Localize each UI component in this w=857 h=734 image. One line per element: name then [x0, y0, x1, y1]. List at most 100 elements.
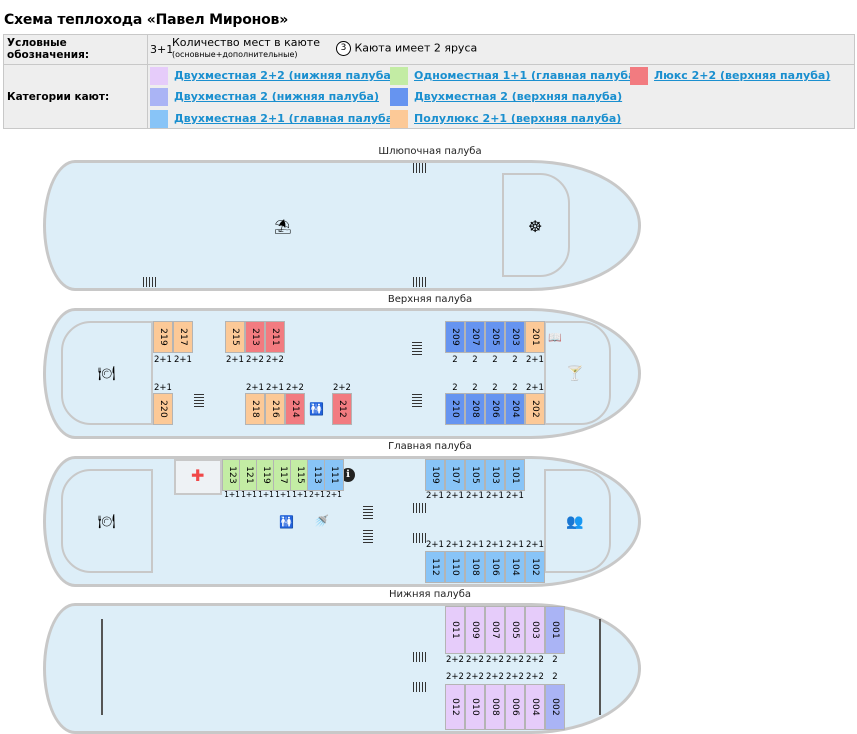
category-link[interactable]: Полулюкс 2+1 (верхняя палуба) [414, 112, 622, 125]
cabin-110[interactable]: 110 [445, 551, 465, 583]
cabin-206[interactable]: 206 [485, 393, 505, 425]
deck-label-upper: Верхняя палуба [387, 294, 473, 305]
cabin-002[interactable]: 002 [545, 684, 565, 730]
cabin-212[interactable]: 212 [332, 393, 352, 425]
tier-text: Каюта имеет 2 яруса [354, 41, 478, 55]
cabin-011[interactable]: 011 [445, 606, 465, 654]
cabin-107[interactable]: 107 [445, 459, 465, 491]
category-link[interactable]: Двухместная 2+1 (главная палуба) [174, 112, 399, 125]
places-sample: 3+1 [150, 43, 174, 56]
cabin-106[interactable]: 106 [485, 551, 505, 583]
cabin-008[interactable]: 008 [485, 684, 505, 730]
page-title: Схема теплохода «Павел Миронов» [4, 12, 289, 28]
cabin-214[interactable]: 214 [285, 393, 305, 425]
helm-icon: ☸ [528, 217, 543, 236]
medical-room [174, 459, 222, 495]
cabin-204[interactable]: 204 [505, 393, 525, 425]
cabin-number: 211 [270, 328, 280, 346]
cabin-219[interactable]: 219 [153, 321, 173, 353]
stairs-icon [143, 277, 157, 287]
cabin-105[interactable]: 105 [465, 459, 485, 491]
cabin-007[interactable]: 007 [485, 606, 505, 654]
places-text: Количество мест в каюте [172, 36, 320, 49]
cabin-number: 112 [430, 558, 440, 576]
cabin-205[interactable]: 205 [485, 321, 505, 353]
cabin-009[interactable]: 009 [465, 606, 485, 654]
cabin-number: 012 [450, 698, 460, 716]
cabin-213[interactable]: 213 [245, 321, 265, 353]
conference-icon: 👥 [566, 514, 584, 530]
cabin-number: 110 [450, 558, 460, 576]
cabin-103[interactable]: 103 [485, 459, 505, 491]
cabin-number: 101 [510, 466, 520, 484]
cabin-004[interactable]: 004 [525, 684, 545, 730]
cabin-number: 207 [470, 328, 480, 346]
cabin-number: 203 [510, 328, 520, 346]
cabin-012[interactable]: 012 [445, 684, 465, 730]
cabin-112[interactable]: 112 [425, 551, 445, 583]
cabin-capacity: 2+1 [446, 491, 464, 501]
medical-cross-icon: ✚ [191, 466, 205, 485]
cabin-number: 201 [530, 328, 540, 346]
cabin-number: 010 [470, 698, 480, 716]
cabin-capacity: 2+1 [526, 540, 544, 550]
cabin-number: 206 [490, 400, 500, 418]
tier-icon: 3 [336, 41, 351, 56]
category-swatch [150, 67, 168, 85]
cabin-111[interactable]: 111 [324, 459, 344, 491]
cabin-102[interactable]: 102 [525, 551, 545, 583]
cabin-005[interactable]: 005 [505, 606, 525, 654]
category-link[interactable]: Двухместная 2 (нижняя палуба) [174, 90, 379, 103]
cabin-capacity: 2+2 [466, 655, 484, 665]
cabin-215[interactable]: 215 [225, 321, 245, 353]
dining-icon: 🍽 [98, 514, 116, 530]
cabin-capacity: 2+1 [486, 540, 504, 550]
category-link[interactable]: Двухместная 2+2 (нижняя палуба) [174, 69, 396, 82]
cabin-207[interactable]: 207 [465, 321, 485, 353]
cabin-010[interactable]: 010 [465, 684, 485, 730]
cabin-capacity: 2+2 [446, 672, 464, 682]
cabin-217[interactable]: 217 [173, 321, 193, 353]
cabin-capacity: 2+2 [526, 672, 544, 682]
wheelhouse [502, 173, 570, 277]
cabin-203[interactable]: 203 [505, 321, 525, 353]
cabin-capacity: 2+1 [154, 355, 172, 365]
cabin-210[interactable]: 210 [445, 393, 465, 425]
cabin-number: 216 [270, 400, 280, 418]
cabin-216[interactable]: 216 [265, 393, 285, 425]
cabin-104[interactable]: 104 [505, 551, 525, 583]
cabin-001[interactable]: 001 [545, 606, 565, 654]
cabin-capacity: 2+1 [309, 490, 325, 499]
library-icon: 📖 [548, 331, 562, 344]
cabin-202[interactable]: 202 [525, 393, 545, 425]
cabin-number: 202 [530, 400, 540, 418]
cabin-number: 109 [430, 466, 440, 484]
cabin-108[interactable]: 108 [465, 551, 485, 583]
category-link[interactable]: Люкс 2+2 (верхняя палуба) [654, 69, 831, 82]
cabin-209[interactable]: 209 [445, 321, 465, 353]
cabin-006[interactable]: 006 [505, 684, 525, 730]
cabin-109[interactable]: 109 [425, 459, 445, 491]
cabin-capacity: 2+2 [506, 655, 524, 665]
category-link[interactable]: Двухместная 2 (верхняя палуба) [414, 90, 623, 103]
cabin-capacity: 2+1 [466, 491, 484, 501]
cabin-003[interactable]: 003 [525, 606, 545, 654]
cabin-number: 108 [470, 558, 480, 576]
cabin-201[interactable]: 201 [525, 321, 545, 353]
cabin-101[interactable]: 101 [505, 459, 525, 491]
cabin-number: 106 [490, 558, 500, 576]
legend-table: Условные обозначения: 3+1 Количество мес… [3, 34, 855, 129]
stairs-icon [412, 341, 422, 355]
hull-wall-left [101, 619, 103, 715]
main-restaurant-room [61, 469, 153, 573]
cabin-capacity: 2+2 [506, 672, 524, 682]
category-link[interactable]: Одноместная 1+1 (главная палуба) [414, 69, 641, 82]
cabin-number: 005 [510, 621, 520, 639]
cabin-capacity: 2+1 [486, 491, 504, 501]
cabin-number: 217 [178, 328, 188, 346]
cabin-capacity: 1+1 [258, 490, 274, 499]
cabin-220[interactable]: 220 [153, 393, 173, 425]
cabin-208[interactable]: 208 [465, 393, 485, 425]
cabin-211[interactable]: 211 [265, 321, 285, 353]
cabin-218[interactable]: 218 [245, 393, 265, 425]
